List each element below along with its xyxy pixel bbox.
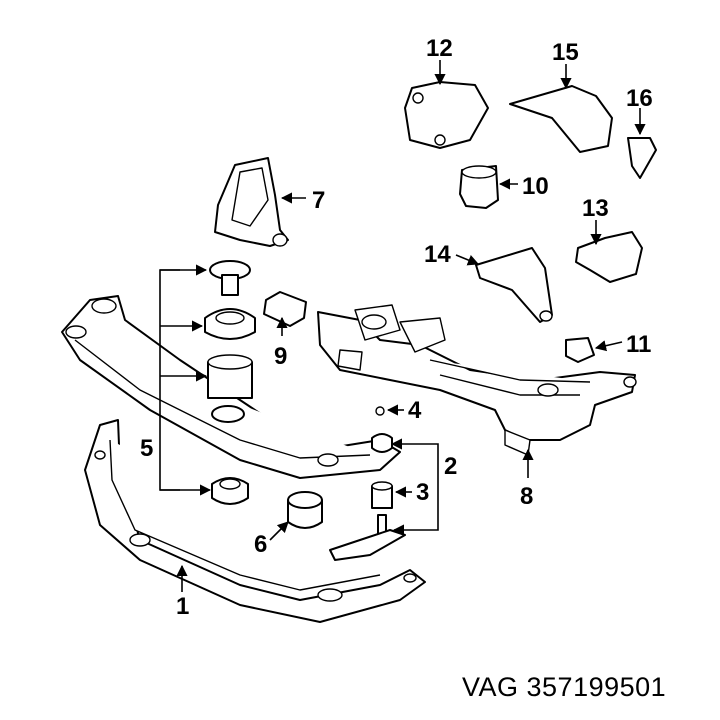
engine-mount-bracket bbox=[214, 157, 289, 247]
support-bracket bbox=[475, 247, 553, 323]
bushing-stack bbox=[329, 406, 406, 561]
leader-lines bbox=[159, 60, 646, 592]
callout-7: 7 bbox=[312, 187, 325, 214]
callout-15: 15 bbox=[552, 39, 579, 66]
side-bracket bbox=[575, 231, 643, 283]
rear-crossmember bbox=[317, 304, 637, 456]
engine-mount bbox=[459, 165, 499, 209]
callout-numbers: 1 2 3 4 5 6 7 8 9 10 11 12 13 14 15 16 bbox=[140, 35, 653, 620]
mounting-bracket bbox=[404, 81, 489, 149]
callout-2: 2 bbox=[444, 453, 457, 480]
callout-1: 1 bbox=[176, 593, 189, 620]
callout-4: 4 bbox=[408, 397, 422, 424]
callout-16: 16 bbox=[626, 85, 653, 112]
callout-13: 13 bbox=[582, 195, 609, 222]
callout-14: 14 bbox=[424, 241, 451, 268]
callout-9: 9 bbox=[274, 343, 287, 370]
callout-5: 5 bbox=[140, 435, 153, 462]
mount-bushing-set bbox=[204, 260, 256, 505]
part-number-label: VAG 357199501 bbox=[462, 672, 667, 702]
mount-pad bbox=[263, 291, 307, 327]
callout-3: 3 bbox=[416, 479, 429, 506]
upper-support-bracket bbox=[509, 85, 613, 153]
small-engine-mount bbox=[565, 337, 595, 363]
callout-6: 6 bbox=[254, 531, 267, 558]
lower-crossmember bbox=[84, 419, 426, 623]
mount-clip bbox=[627, 137, 657, 179]
callout-11: 11 bbox=[626, 331, 651, 358]
rubber-mount bbox=[287, 491, 323, 529]
callout-8: 8 bbox=[520, 483, 533, 510]
callout-12: 12 bbox=[426, 35, 453, 62]
callout-10: 10 bbox=[522, 173, 549, 200]
